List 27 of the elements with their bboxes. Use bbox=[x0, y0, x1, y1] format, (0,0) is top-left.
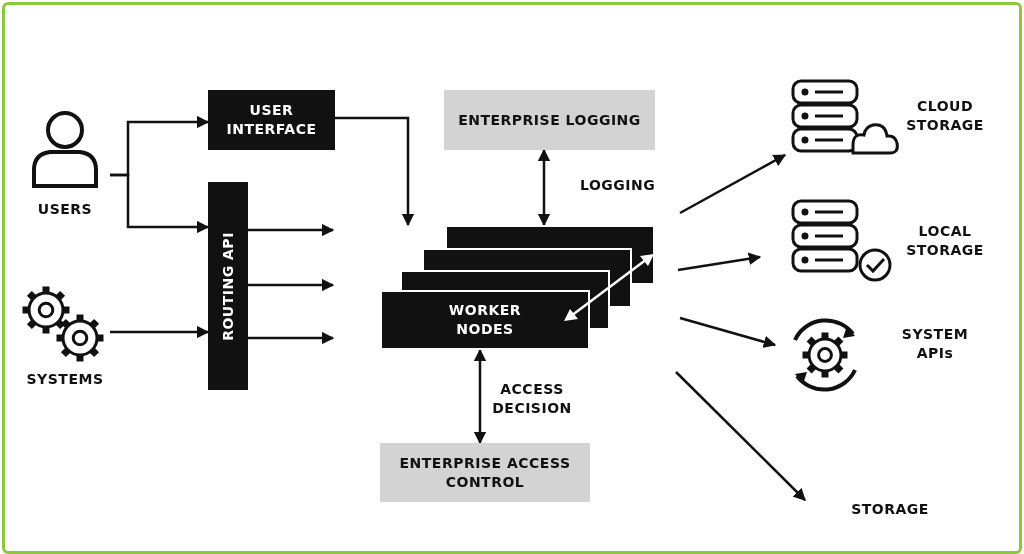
arrow bbox=[473, 348, 487, 445]
arrow bbox=[537, 148, 551, 227]
arrow bbox=[679, 153, 787, 215]
node-label: LOCAL STORAGE bbox=[905, 222, 985, 260]
arrow bbox=[248, 223, 335, 237]
bar-label: ROUTING API bbox=[218, 231, 237, 341]
box-label: USER INTERFACE bbox=[225, 101, 318, 139]
box-label: ENTERPRISE ACCESS CONTROL bbox=[398, 453, 572, 492]
node-label: CLOUD STORAGE bbox=[905, 97, 985, 135]
arrow bbox=[110, 173, 210, 234]
arrow bbox=[675, 371, 806, 501]
arrow bbox=[248, 278, 335, 292]
node-label: STORAGE bbox=[850, 500, 930, 519]
node-label: USERS bbox=[36, 200, 94, 219]
arrow bbox=[248, 331, 335, 345]
process-box bbox=[380, 443, 590, 502]
routing-bar bbox=[208, 182, 248, 390]
arrow bbox=[677, 252, 762, 272]
arrow bbox=[110, 325, 210, 339]
arrow bbox=[679, 316, 777, 348]
process-box bbox=[444, 90, 655, 150]
node-label: SYSTEMS bbox=[25, 370, 105, 389]
node-label: SYSTEM APIs bbox=[900, 325, 970, 363]
box-label: WORKER NODES bbox=[447, 301, 523, 339]
process-box bbox=[208, 90, 335, 150]
box-label: ENTERPRISE LOGGING bbox=[458, 110, 641, 130]
arrow bbox=[335, 116, 415, 227]
